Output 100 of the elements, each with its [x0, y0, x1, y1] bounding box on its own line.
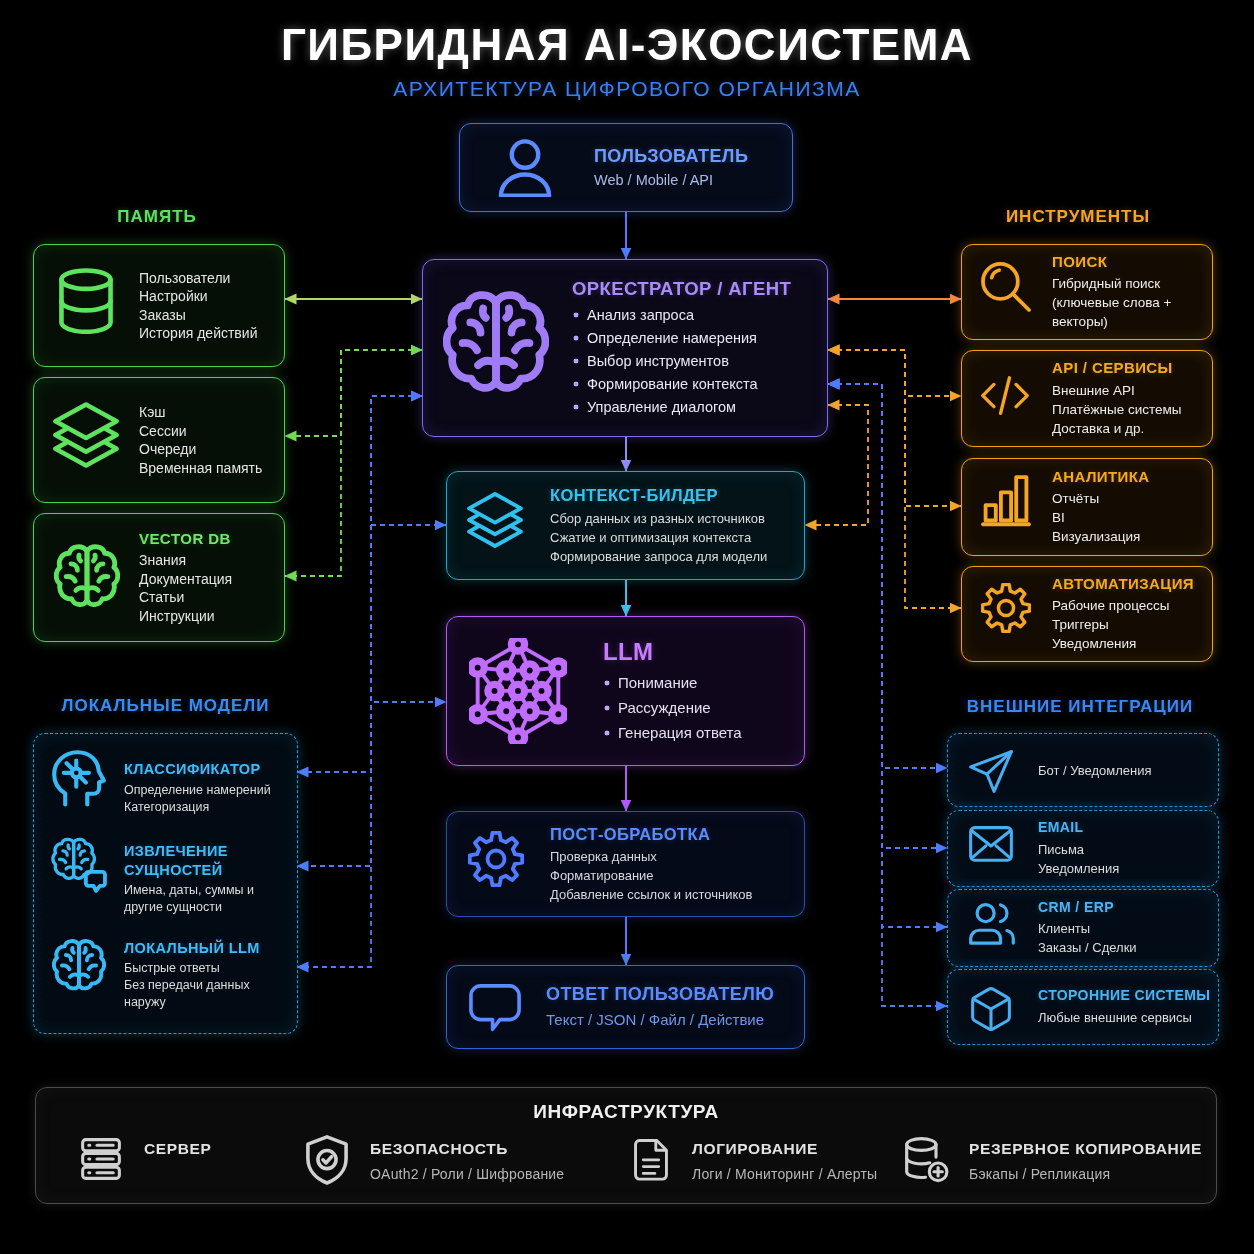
item-text: OAuth2 / Роли / Шифрование: [370, 1166, 565, 1182]
dashed-double-arrow: [804, 399, 869, 531]
box-text: Уведомления: [1038, 859, 1121, 878]
infrastructure-panel: [35, 1087, 1217, 1204]
box-text: История действий: [139, 324, 259, 343]
section-heading: ИНСТРУМЕНТЫ: [1005, 207, 1151, 227]
panel-heading: ИНФРАСТРУКТУРА: [533, 1101, 719, 1123]
box-text: Триггеры: [1052, 616, 1110, 635]
box-text: Заказы / Сделки: [1038, 939, 1138, 958]
box-text: Гибридный поиск (ключевые слова + векторы): [1052, 275, 1173, 332]
box-text: Web / Mobile / API: [594, 171, 714, 191]
dashed-double-arrow: [284, 344, 423, 582]
double-arrow: [827, 293, 962, 305]
box-text: Доставка и др.: [1052, 419, 1146, 438]
item-text: Логи / Мониторинг / Алерты: [692, 1166, 878, 1182]
box-text: Сжатие и оптимизация контекста: [550, 528, 753, 547]
context-box: [446, 471, 805, 580]
box-text: Клиенты: [1038, 920, 1092, 939]
storage-box: [33, 513, 285, 642]
arrow: [620, 579, 632, 617]
box-text: Документация: [139, 569, 234, 589]
box-text: Определение намерений: [124, 781, 272, 799]
box-heading: VECTOR DB: [139, 529, 232, 549]
integration-box: [947, 969, 1219, 1045]
box-heading: АВТОМАТИЗАЦИЯ: [1052, 574, 1196, 594]
box-heading: КОНТЕКСТ-БИЛДЕР: [550, 485, 719, 506]
box-text: Быстрые ответы: [124, 960, 221, 978]
item-text: Бэкапы / Репликация: [969, 1166, 1111, 1182]
agent-box: [422, 259, 828, 437]
box-heading: ПОЛЬЗОВАТЕЛЬ: [594, 144, 750, 168]
box-heading: КЛАССИФИКАТОР: [124, 760, 262, 779]
dashed-double-arrow: [827, 344, 962, 614]
box-heading: LLM: [603, 637, 655, 667]
box-text: Формирование запроса для модели: [550, 547, 769, 566]
box-text: Визуализация: [1052, 528, 1142, 547]
box-text: Рабочие процессы: [1052, 597, 1171, 616]
box-text: Очереди: [139, 440, 198, 459]
box-text: Заказы: [139, 305, 187, 324]
box-text: Добавление ссылок и источников: [550, 886, 754, 905]
arrow: [620, 765, 632, 812]
box-text: Отчёты: [1052, 490, 1101, 509]
box-text: Настройки: [139, 287, 209, 306]
box-heading: CRM / ERP: [1038, 898, 1115, 917]
storage-box: [33, 244, 285, 367]
dashed-double-arrow: [296, 390, 423, 973]
box-text: Сбор данных из разных источников: [550, 509, 766, 528]
box-text: Уведомления: [1052, 635, 1138, 654]
box-heading: ПОИСК: [1052, 252, 1109, 272]
box-text: Форматирование: [550, 867, 655, 886]
item-heading: РЕЗЕРВНОЕ КОПИРОВАНИЕ: [969, 1140, 1203, 1158]
arrow: [620, 211, 632, 260]
box-text: Текст / JSON / Файл / Действие: [546, 1009, 766, 1030]
double-arrow: [284, 293, 423, 305]
arrow: [620, 916, 632, 966]
box-text: BI: [1052, 509, 1066, 528]
tool-box: [961, 244, 1213, 340]
box-heading: ОРКЕСТРАТОР / АГЕНТ: [572, 277, 793, 301]
box-text: Платёжные системы: [1052, 400, 1183, 419]
subtitle: АРХИТЕКТУРА ЦИФРОВОГО ОРГАНИЗМА: [393, 77, 861, 101]
box-text: Без передачи данных наружу: [124, 977, 251, 1012]
box-text: Любые внешние сервисы: [1038, 1008, 1193, 1027]
box-heading: API / СЕРВИСЫ: [1052, 359, 1174, 378]
box-text: Инструкции: [139, 606, 216, 626]
box-heading: ЛОКАЛЬНЫЙ LLM: [124, 938, 261, 958]
box-heading: ИЗВЛЕЧЕНИЕ СУЩНОСТЕЙ: [124, 842, 229, 879]
box-text: Временная память: [139, 458, 264, 477]
box-text: Знания: [139, 551, 188, 570]
integration-box: [947, 733, 1219, 807]
storage-box: [33, 377, 285, 503]
box-text: Проверка данных: [550, 848, 658, 867]
output-box: [446, 965, 805, 1049]
tool-box: [961, 350, 1213, 447]
model-box: [446, 616, 805, 766]
integration-box: [947, 889, 1219, 967]
box-heading: СТОРОННИЕ СИСТЕМЫ: [1038, 987, 1212, 1005]
box-text: Письма: [1038, 840, 1086, 859]
box-text: Бот / Уведомления: [1038, 761, 1153, 780]
box-heading: ОТВЕТ ПОЛЬЗОВАТЕЛЮ: [546, 983, 776, 1006]
title: ГИБРИДНАЯ AI-ЭКОСИСТЕМА: [280, 20, 974, 70]
tool-box: [961, 566, 1213, 662]
arrow: [620, 436, 632, 472]
processing-box: [446, 811, 805, 917]
integration-box: [947, 810, 1219, 887]
box-text: Внешние API: [1052, 381, 1136, 400]
box-text: Имена, даты, суммы и другие сущности: [124, 881, 255, 916]
box-text: Кэш: [139, 403, 167, 422]
box-text: Категоризация: [124, 798, 211, 816]
item-heading: БЕЗОПАСНОСТЬ: [370, 1140, 509, 1158]
tool-box: [961, 458, 1213, 556]
box-heading: EMAIL: [1038, 819, 1085, 837]
user-box: [459, 123, 793, 212]
box-heading: ПОСТ-ОБРАБОТКА: [550, 823, 712, 845]
box-text: Статьи: [139, 588, 186, 607]
section-heading: ПАМЯТЬ: [117, 207, 197, 227]
box-text: Сессии: [139, 421, 188, 440]
item-heading: СЕРВЕР: [144, 1140, 212, 1158]
box-text: Пользователи: [139, 268, 232, 287]
section-heading: ВНЕШНИЕ ИНТЕГРАЦИИ: [966, 697, 1194, 717]
section-heading: ЛОКАЛЬНЫЕ МОДЕЛИ: [61, 696, 270, 716]
item-heading: ЛОГИРОВАНИЕ: [692, 1140, 818, 1158]
